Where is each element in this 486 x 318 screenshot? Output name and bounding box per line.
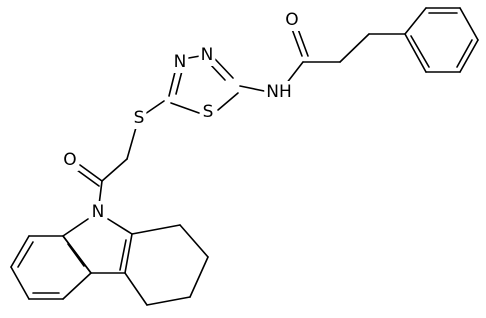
atom-label-group: O N N NH S S O N — [63, 10, 298, 222]
bond — [217, 92, 239, 111]
bond — [79, 164, 103, 182]
bond — [126, 123, 138, 160]
bond — [67, 243, 85, 267]
atom-label-backdrop — [61, 149, 79, 171]
bond — [107, 218, 133, 235]
atom-label-backdrop — [89, 201, 107, 223]
bond — [101, 158, 128, 182]
bond — [124, 272, 148, 306]
bond — [146, 296, 191, 306]
atom-label-backdrop — [200, 101, 216, 123]
bond — [124, 233, 133, 274]
bond — [10, 266, 30, 300]
bond — [404, 7, 427, 35]
atom-label-backdrop — [131, 107, 147, 129]
bond — [189, 256, 209, 298]
bond — [131, 224, 181, 235]
bond — [62, 218, 89, 237]
bond — [297, 28, 309, 57]
amide-oxygen-label: O — [285, 10, 298, 30]
carbazole-nitrogen-label: N — [92, 202, 105, 222]
bond — [175, 70, 183, 95]
bond — [459, 39, 479, 73]
bond — [76, 169, 100, 187]
bond — [10, 235, 30, 268]
bond — [144, 100, 165, 115]
bond — [404, 33, 427, 73]
thiadiazole-nitrogen-left-label: N — [174, 52, 187, 72]
bond — [285, 61, 304, 85]
bond — [459, 7, 479, 41]
bond — [291, 28, 303, 57]
bond — [456, 39, 473, 68]
thioether-sulfur-label: S — [134, 108, 145, 128]
thiadiazole-nitrogen-right-label: N — [201, 45, 214, 65]
bond — [239, 85, 270, 93]
bond — [62, 235, 92, 274]
bond — [179, 224, 209, 258]
atom-label-backdrop-group — [61, 9, 301, 223]
bond — [214, 58, 234, 79]
bond — [17, 241, 34, 268]
bond — [170, 102, 200, 114]
amide-nh-label: NH — [266, 82, 292, 102]
bond — [410, 35, 430, 68]
bond — [339, 33, 370, 63]
thiadiazole-sulfur-label: S — [203, 102, 214, 122]
atom-label-backdrop — [283, 9, 301, 31]
bond — [62, 272, 92, 300]
atom-label-backdrop — [198, 44, 216, 66]
ketone-oxygen-label: O — [63, 150, 76, 170]
bond-group — [10, 7, 479, 306]
bond — [119, 239, 127, 271]
bond — [209, 63, 226, 81]
atom-label-backdrop — [171, 51, 189, 73]
atom-label-backdrop — [264, 81, 294, 103]
